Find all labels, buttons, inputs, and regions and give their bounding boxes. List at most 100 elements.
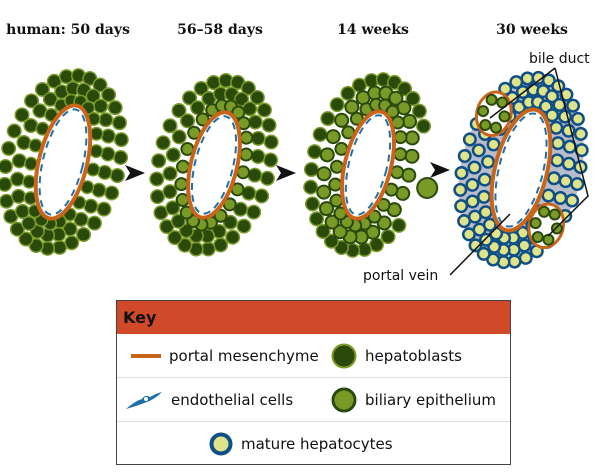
hepatoblast-cell: [104, 185, 120, 201]
hepatoblast-cell: [18, 231, 34, 247]
hepatoblast-cell: [34, 81, 50, 97]
hepatoblast-cell: [151, 153, 167, 169]
biliary-cell: [319, 201, 335, 217]
hepatocyte-cell: [486, 137, 501, 152]
portal-vein-lumen: [347, 117, 389, 213]
hepatoblast-cell: [405, 91, 421, 107]
portal-vein-lumen: [497, 115, 545, 225]
stage-title-50-days: human: 50 days: [6, 22, 130, 38]
hepatocyte-cell: [570, 177, 585, 192]
biliary-cell: [385, 104, 400, 119]
hepatoblast-cell: [236, 218, 252, 234]
arrow-icon: [276, 165, 296, 181]
hepatocyte-cell: [465, 177, 480, 192]
hepatocyte-cell: [467, 160, 482, 175]
hepatoblast-cell: [352, 77, 368, 93]
biliary-cell: [477, 105, 490, 118]
hepatoblast-cell: [165, 147, 181, 163]
biliary-cell: [319, 147, 335, 163]
hepatoblast-cell: [225, 229, 241, 245]
stage-title-56-58-days: 56–58 days: [177, 22, 263, 38]
biliary-cell: [316, 166, 332, 182]
hepatocyte-cell: [477, 172, 492, 187]
hepatoblast-cell: [21, 215, 37, 231]
hepatocyte-cell: [550, 153, 565, 168]
hepatoblast-cell: [246, 204, 262, 220]
stage-title-14-weeks: 14 weeks: [337, 22, 409, 38]
mature-hepatocyte-icon: [209, 432, 233, 455]
hepatoblast-cell: [0, 193, 15, 209]
biliary-cell: [388, 90, 404, 106]
key-legend: Key portal mesenchyme hepatoblasts endot…: [116, 300, 511, 465]
biliary-epithelium-icon: [331, 387, 357, 412]
portal-vein-label: portal vein: [363, 268, 439, 284]
hepatoblast-cell: [193, 80, 209, 96]
key-row: portal mesenchyme hepatoblasts: [117, 334, 510, 378]
portal-vein-lumen: [193, 118, 235, 212]
hepatoblast-cell: [155, 135, 171, 151]
hepatoblast-cell: [113, 132, 129, 148]
hepatoblast-cell: [162, 166, 178, 182]
hepatocyte-cell: [453, 182, 468, 197]
endothelial-lining: [494, 112, 548, 228]
biliary-cell: [489, 121, 502, 134]
hepatoblast-cell: [320, 111, 336, 127]
hepatocyte-cell: [558, 174, 573, 189]
hepatoblast-cell: [256, 102, 272, 118]
key-label: endothelial cells: [171, 390, 294, 409]
biliary-cell: [496, 96, 509, 109]
hepatoblast-cell: [315, 223, 331, 239]
hepatoblast-cell: [309, 211, 325, 227]
biliary-cell: [479, 119, 492, 132]
key-item-biliary-epithelium: biliary epithelium: [331, 378, 496, 421]
key-label: biliary epithelium: [365, 390, 497, 409]
biliary-cell: [365, 224, 381, 240]
hepatoblast-cell: [111, 115, 127, 131]
hepatocyte-cell: [541, 188, 556, 203]
arrow-icon: [125, 165, 145, 181]
orange-line-icon: [131, 353, 161, 358]
biliary-cell: [179, 205, 194, 220]
biliary-cell: [550, 222, 563, 235]
hepatoblast-cell: [9, 221, 25, 237]
endothelial-cell-icon: [126, 391, 162, 409]
hepatoblast-cell: [14, 107, 30, 123]
hepatoblast-cell: [159, 219, 175, 235]
hepatoblast-cell: [153, 205, 169, 221]
hepatoblast-cell: [46, 73, 62, 89]
bile-duct: [474, 90, 513, 137]
hepatoblast-cell: [101, 87, 117, 103]
hepatocyte-cell: [551, 136, 566, 151]
biliary-cell: [324, 214, 340, 230]
hepatoblast-cell: [170, 213, 186, 229]
hepatoblast-cell: [368, 237, 384, 253]
endothelial-lining: [344, 114, 392, 216]
hepatocyte-cell: [454, 199, 469, 214]
hepatocyte-cell: [482, 217, 497, 232]
key-label: portal mesenchyme: [169, 346, 319, 365]
hepatoblast-cell: [323, 233, 339, 249]
key-label: mature hepatocytes: [241, 434, 393, 453]
hepatocyte-cell: [478, 205, 493, 220]
hepatoblast-cell: [150, 189, 166, 205]
hepatoblast-cell: [180, 113, 196, 129]
stage-50-days: [0, 68, 129, 256]
hepatocyte-cell: [457, 148, 472, 163]
biliary-cell: [344, 99, 360, 115]
hepatoblast-cell: [391, 217, 407, 233]
key-item-mature-hepatocytes: mature hepatocytes: [209, 422, 393, 465]
hepatoblast-cell: [0, 176, 13, 192]
hepatoblast-cell: [1, 140, 17, 156]
hepatoblast-cell: [167, 230, 183, 246]
hepatoblast-cell: [6, 123, 22, 139]
hepatoblast-cell: [304, 196, 320, 212]
hepatoblast-cell: [312, 126, 328, 142]
biliary-cell: [548, 208, 561, 221]
hepatoblast-cell: [171, 103, 187, 119]
stage-30-weeks: [453, 70, 589, 270]
stage-56-58-days: [149, 73, 279, 257]
biliary-cell: [231, 105, 246, 120]
hepatoblast-cell: [242, 101, 258, 117]
hepatocyte-cell: [476, 246, 491, 261]
hepatoblast-cell: [149, 171, 165, 187]
